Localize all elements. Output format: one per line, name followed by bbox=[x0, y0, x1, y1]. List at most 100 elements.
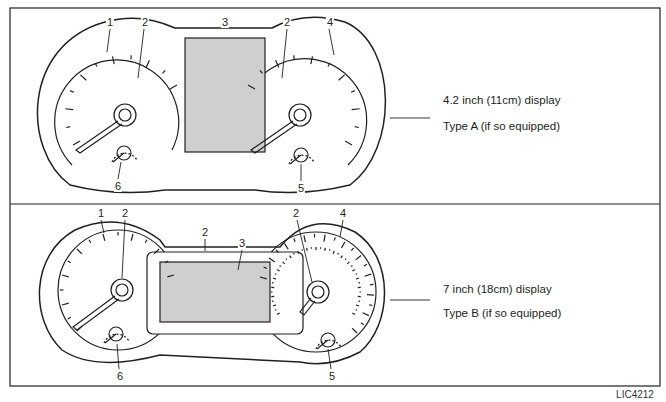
tick-mark bbox=[70, 91, 74, 93]
tick-mark bbox=[351, 248, 353, 251]
tick-mark bbox=[293, 55, 295, 59]
tick-mark bbox=[73, 141, 80, 145]
tick-mark bbox=[351, 91, 355, 93]
tick-mark bbox=[260, 70, 263, 73]
tick-mark bbox=[68, 261, 71, 263]
callout-number: 1 bbox=[106, 16, 114, 28]
tick-mark bbox=[269, 258, 275, 262]
tick-mark bbox=[62, 275, 69, 277]
tick-mark bbox=[315, 247, 316, 250]
tick-mark bbox=[358, 296, 361, 298]
callout-number: 2 bbox=[292, 207, 300, 219]
tick-mark bbox=[337, 253, 339, 254]
leader-line bbox=[390, 300, 430, 301]
tick-mark bbox=[356, 304, 359, 306]
tick-mark bbox=[89, 240, 91, 243]
fuel-needle bbox=[290, 155, 301, 164]
callout-number: 2 bbox=[283, 16, 291, 28]
tick-mark bbox=[284, 243, 288, 249]
tick-mark bbox=[342, 242, 346, 248]
leader-line bbox=[282, 29, 287, 78]
callout-number: 4 bbox=[339, 207, 347, 219]
tick-mark bbox=[154, 249, 159, 254]
tick-mark bbox=[334, 237, 335, 240]
tick-mark bbox=[345, 141, 352, 145]
tick-mark bbox=[275, 309, 276, 311]
callout-number: 4 bbox=[326, 16, 334, 28]
leader-line bbox=[101, 220, 104, 233]
tick-mark bbox=[286, 259, 287, 260]
tick-mark bbox=[352, 313, 355, 315]
needle bbox=[76, 121, 122, 153]
tick-mark bbox=[66, 126, 70, 128]
tick-mark bbox=[65, 108, 73, 110]
callout-number: 5 bbox=[297, 182, 305, 194]
tick-mark bbox=[345, 259, 346, 260]
callout-number: 5 bbox=[328, 370, 336, 382]
tick-mark bbox=[320, 247, 321, 248]
speedometer-ring bbox=[55, 60, 179, 165]
needle bbox=[73, 296, 119, 330]
callout-number: 6 bbox=[114, 180, 122, 192]
leader-line bbox=[205, 239, 206, 251]
callout-number: 2 bbox=[121, 207, 129, 219]
needle-hub bbox=[312, 286, 324, 298]
tick-mark bbox=[329, 249, 331, 250]
tick-mark bbox=[165, 261, 168, 263]
needle-hub bbox=[114, 104, 136, 126]
tick-mark bbox=[333, 251, 334, 254]
tick-mark bbox=[271, 296, 274, 298]
leader-line bbox=[340, 220, 343, 237]
tick-mark bbox=[271, 287, 274, 289]
display-size: 4.2 inch (11cm) display bbox=[443, 94, 560, 107]
tick-mark bbox=[369, 304, 372, 306]
needle bbox=[300, 298, 315, 315]
tick-mark bbox=[367, 294, 374, 296]
tick-mark bbox=[80, 75, 86, 80]
frame bbox=[10, 8, 660, 386]
fuel-scale bbox=[316, 340, 341, 349]
tick-mark bbox=[248, 85, 255, 89]
tick-mark bbox=[328, 63, 330, 66]
tick-mark bbox=[276, 250, 278, 253]
tick-mark bbox=[162, 70, 165, 73]
leader-line bbox=[301, 164, 302, 181]
tick-mark bbox=[277, 313, 280, 315]
tick-mark bbox=[324, 248, 326, 251]
tick-mark bbox=[62, 303, 69, 305]
tick-mark bbox=[145, 240, 147, 243]
callout-number: 3 bbox=[238, 237, 246, 249]
tick-mark bbox=[283, 262, 285, 264]
tick-mark bbox=[341, 256, 343, 258]
cluster-housing bbox=[39, 222, 384, 364]
callout-number: 2 bbox=[201, 226, 209, 238]
tick-mark bbox=[277, 270, 280, 272]
tick-mark bbox=[311, 56, 313, 64]
tick-mark bbox=[294, 238, 295, 241]
tick-mark bbox=[347, 262, 349, 264]
tick-mark bbox=[280, 265, 281, 267]
tick-mark bbox=[364, 264, 367, 266]
display-screen bbox=[160, 262, 270, 322]
temp-needle bbox=[113, 153, 124, 162]
temp-scale bbox=[112, 153, 137, 162]
tick-mark bbox=[275, 273, 276, 275]
fuel-needle bbox=[317, 340, 328, 349]
display-bezel bbox=[147, 252, 303, 334]
display-type: Type B (if so equipped) bbox=[443, 307, 561, 320]
leader-line bbox=[238, 250, 242, 270]
tick-mark bbox=[60, 289, 64, 290]
callout-number: 2 bbox=[141, 16, 149, 28]
tick-mark bbox=[363, 313, 369, 316]
needle-hub bbox=[289, 104, 311, 126]
tick-mark bbox=[352, 328, 357, 333]
tick-mark bbox=[356, 277, 359, 279]
tick-mark bbox=[113, 56, 115, 64]
needle-hub bbox=[294, 109, 306, 121]
tick-marks bbox=[60, 55, 374, 333]
tick-mark bbox=[355, 126, 359, 128]
needle-hub bbox=[119, 109, 131, 121]
tick-mark bbox=[146, 60, 149, 67]
temp-scale bbox=[104, 334, 129, 343]
